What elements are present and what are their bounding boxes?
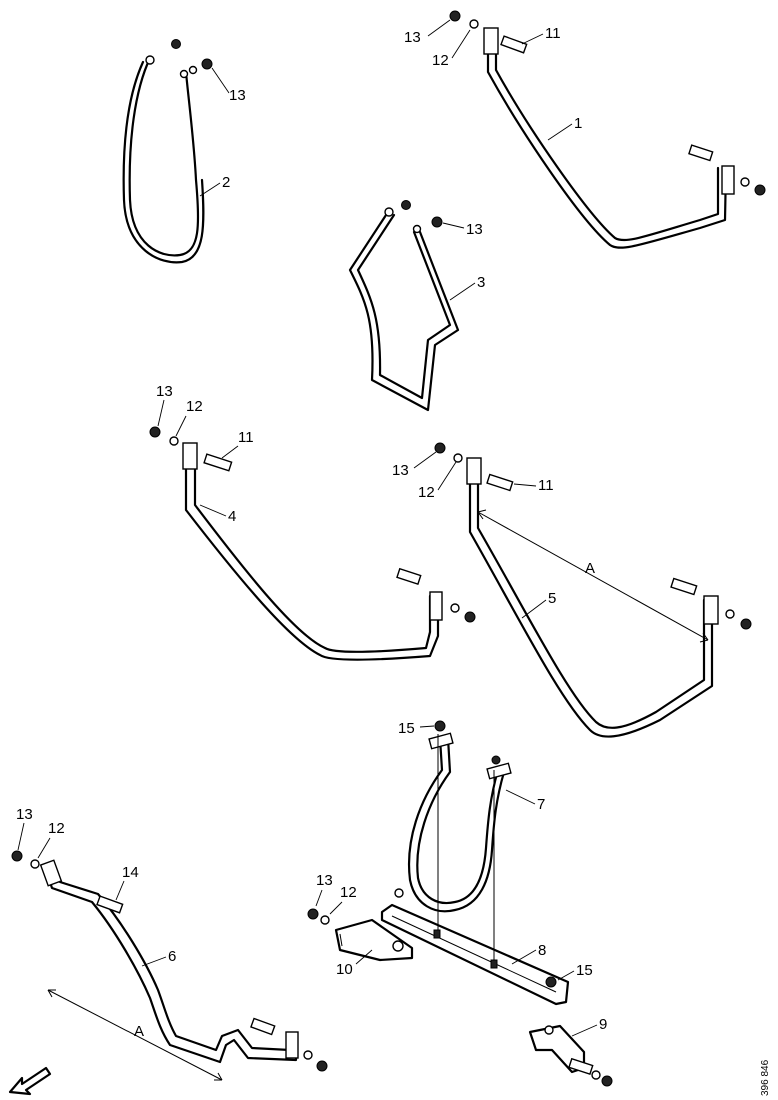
label-8: 8: [538, 942, 546, 959]
label-13: 13: [156, 383, 173, 400]
direction-arrow-icon: [8, 1066, 52, 1096]
label-13: 13: [466, 221, 483, 238]
label-1: 1: [574, 115, 582, 132]
bar-part-8: 8 15: [380, 888, 593, 1006]
strap-part-6: A 13 12 14 6: [11, 806, 328, 1081]
label-12: 12: [432, 52, 449, 69]
label-12: 12: [186, 398, 203, 415]
label-12: 12: [340, 884, 357, 901]
label-13: 13: [229, 87, 246, 104]
bracket-part-9: 9: [528, 1016, 613, 1087]
strap-part-2: 2 13: [122, 39, 246, 264]
label-15: 15: [576, 962, 593, 979]
strap-part-4: 13 12 11 4: [149, 383, 476, 661]
label-13: 13: [404, 29, 421, 46]
label-5: 5: [548, 590, 556, 607]
label-11: 11: [538, 477, 554, 494]
label-12: 12: [418, 484, 435, 501]
label-9: 9: [599, 1016, 607, 1033]
dimension-a: A: [134, 1023, 144, 1040]
label-4: 4: [228, 508, 236, 525]
label-14: 14: [122, 864, 139, 881]
label-6: 6: [168, 948, 176, 965]
label-12: 12: [48, 820, 65, 837]
strap-part-5: A 13 12 11 5: [392, 442, 752, 738]
drawing-code: 396 846: [760, 1059, 771, 1096]
label-13: 13: [392, 462, 409, 479]
strap-part-1: 13 12 11 1: [404, 10, 766, 249]
strap-part-3: 13 3: [348, 200, 485, 412]
dimension-a: A: [585, 560, 595, 577]
label-13: 13: [16, 806, 33, 823]
label-2: 2: [222, 174, 230, 191]
label-7: 7: [537, 796, 545, 813]
label-10: 10: [336, 961, 353, 978]
label-3: 3: [477, 274, 485, 291]
label-11: 11: [545, 25, 561, 42]
strap-part-7: 15 7: [398, 720, 545, 965]
bracket-part-10: 13 12 10: [307, 872, 414, 978]
label-15: 15: [398, 720, 415, 737]
label-13: 13: [316, 872, 333, 889]
label-11: 11: [238, 429, 254, 446]
